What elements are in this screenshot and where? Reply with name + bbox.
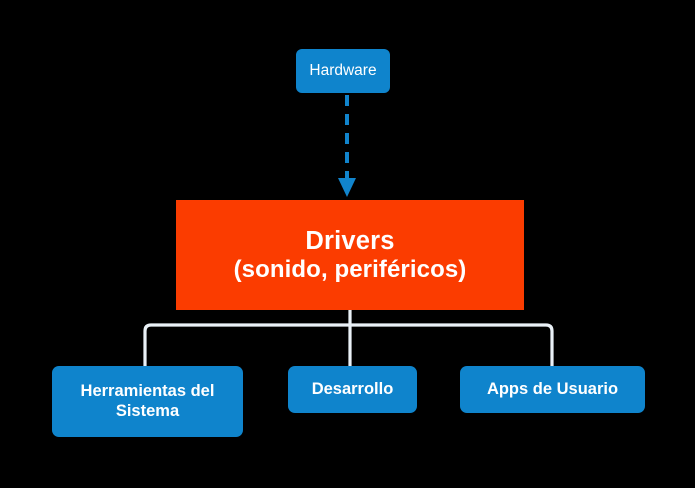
node-herramientas-del-sistema[interactable]: Herramientas del Sistema [52, 366, 243, 437]
node-herramientas-label: Herramientas del Sistema [80, 382, 215, 420]
connector-drivers-to-children [143, 308, 554, 368]
connector-branch-left [143, 323, 352, 368]
node-drivers[interactable]: Drivers (sonido, periféricos) [176, 200, 524, 310]
arrowhead-down-icon [338, 178, 356, 197]
node-desarrollo[interactable]: Desarrollo [288, 366, 417, 413]
node-drivers-label-line2: (sonido, periféricos) [233, 255, 467, 283]
connector-branch-right [348, 323, 554, 368]
node-desarrollo-label: Desarrollo [311, 379, 394, 398]
node-hardware[interactable]: Hardware [296, 49, 390, 93]
node-apps-de-usuario[interactable]: Apps de Usuario [460, 366, 645, 413]
node-hardware-label: Hardware [309, 61, 377, 79]
node-drivers-label-line1: Drivers [305, 226, 395, 255]
node-apps-label: Apps de Usuario [486, 379, 619, 398]
connector-hardware-to-drivers [338, 95, 356, 197]
